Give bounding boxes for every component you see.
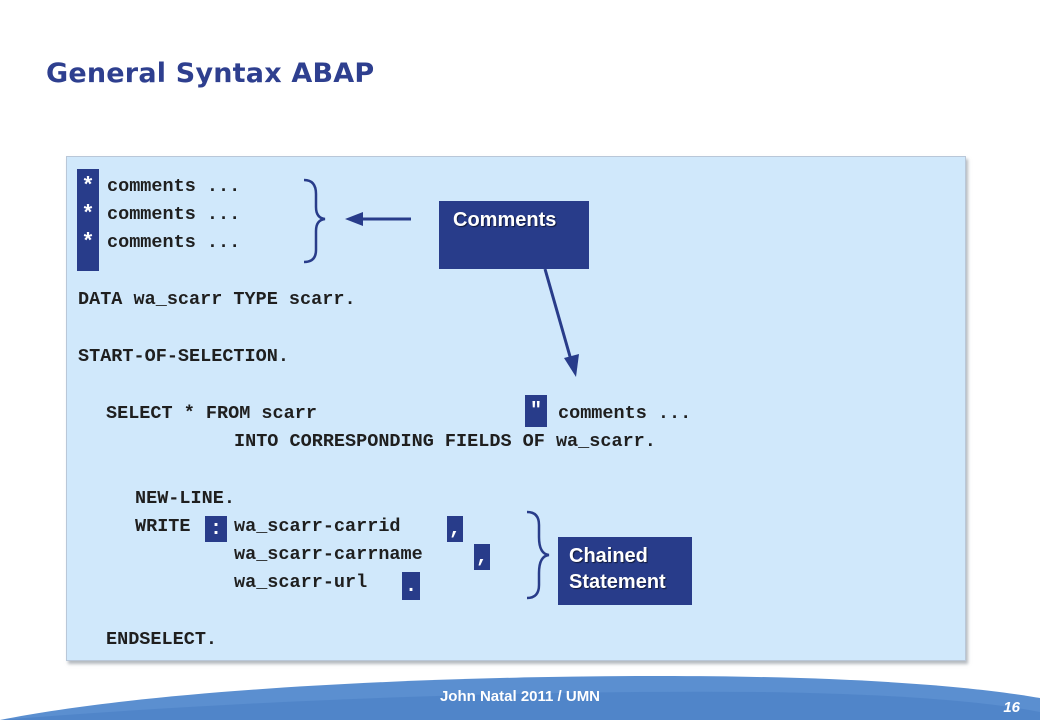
code-line-start-of-selection: START-OF-SELECTION. bbox=[78, 346, 289, 367]
comment-marker: * bbox=[81, 230, 95, 255]
code-line-into: INTO CORRESPONDING FIELDS OF wa_scarr. bbox=[234, 431, 656, 452]
write-argument-carrid: wa_scarr-carrid bbox=[234, 516, 401, 537]
comment-marker: * bbox=[81, 174, 95, 199]
comment-marker: * bbox=[81, 202, 95, 227]
chain-colon-marker: : bbox=[205, 516, 227, 542]
write-argument-carrname: wa_scarr-carrname bbox=[234, 544, 423, 565]
slide-title: General Syntax ABAP bbox=[46, 58, 375, 89]
inline-comment: comments ... bbox=[558, 403, 692, 424]
annotation-layer bbox=[303, 178, 579, 600]
write-argument-url: wa_scarr-url bbox=[234, 572, 368, 593]
comments-callout-label: Comments bbox=[453, 209, 557, 231]
footer-author: John Natal 2011 / UMN bbox=[439, 688, 601, 705]
code-line-endselect: ENDSELECT. bbox=[106, 629, 218, 650]
page-number: 16 bbox=[1003, 699, 1020, 716]
chained-statement-callout: Chained Statement bbox=[558, 537, 692, 605]
chain-comma-marker: , bbox=[447, 516, 463, 542]
arrow-head bbox=[345, 212, 363, 226]
comments-brace bbox=[303, 178, 326, 264]
code-panel: * * * comments ... comments ... comments… bbox=[66, 156, 966, 661]
code-write-keyword: WRITE bbox=[135, 516, 191, 537]
comment-lines: comments ... comments ... comments ... bbox=[107, 176, 241, 253]
arrow-to-inline-comment bbox=[543, 268, 573, 361]
chained-brace bbox=[526, 510, 550, 600]
code-line-select: SELECT * FROM scarr bbox=[106, 403, 317, 424]
chain-period-marker: . bbox=[402, 572, 420, 600]
code-line-data: DATA wa_scarr TYPE scarr. bbox=[78, 289, 356, 310]
comments-callout: Comments bbox=[439, 201, 589, 269]
chain-comma-marker: , bbox=[474, 544, 490, 570]
comment-marker-bar: * * * bbox=[77, 169, 99, 271]
chained-callout-line2: Statement bbox=[569, 571, 666, 593]
chained-callout-line1: Chained bbox=[569, 545, 648, 567]
arrow-head bbox=[564, 354, 579, 377]
code-line-new-line: NEW-LINE. bbox=[135, 488, 235, 509]
inline-comment-marker: " bbox=[525, 395, 547, 427]
